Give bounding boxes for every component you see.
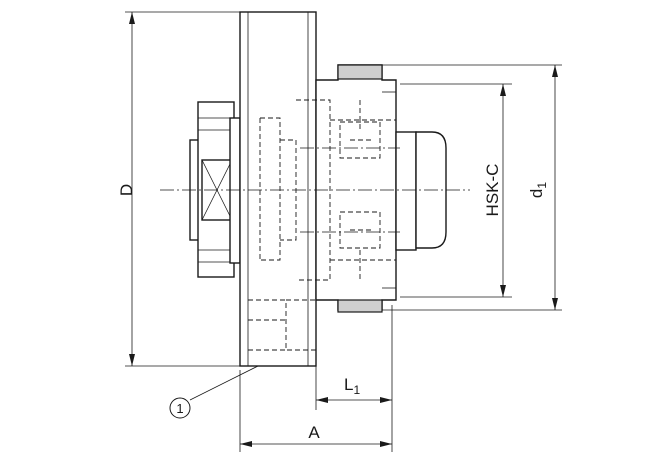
dimension-L1-subscript: 1: [353, 383, 360, 397]
dimension-d1: d1: [382, 64, 562, 311]
dimension-hsk-c: HSK-C: [400, 83, 512, 298]
dimension-D: D: [117, 11, 240, 367]
svg-text:d1: d1: [527, 182, 549, 198]
chuck-body: [315, 64, 397, 313]
knurled-knob: [395, 131, 447, 251]
dimension-A-label: A: [308, 423, 320, 442]
dimension-D-label: D: [117, 184, 136, 196]
dimension-A: A: [239, 370, 393, 452]
dimension-d1-label: d: [527, 189, 546, 198]
dimension-hsk-c-label: HSK-C: [483, 164, 502, 217]
dimension-L1-label: L: [344, 375, 353, 394]
svg-text:L1: L1: [344, 375, 360, 397]
dimension-d1-subscript: 1: [535, 182, 549, 189]
main-flange: [239, 11, 317, 367]
left-hub: [189, 101, 241, 278]
dimension-L1: L1: [315, 305, 393, 410]
callout-1-label: 1: [176, 401, 183, 416]
